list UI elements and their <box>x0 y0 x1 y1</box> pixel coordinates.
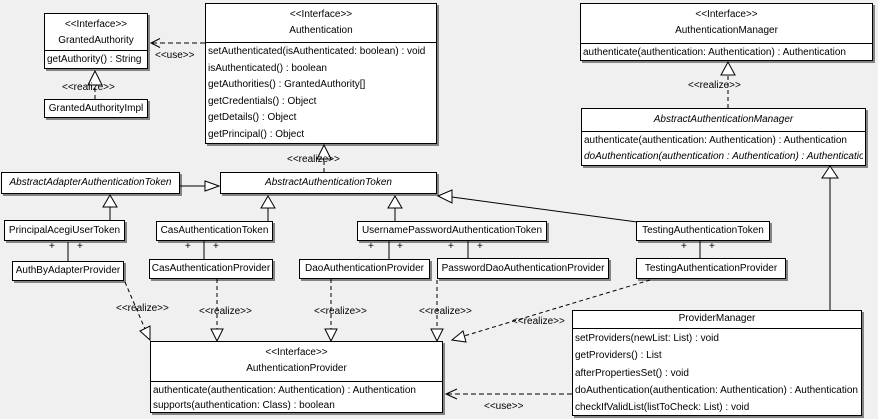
class-abstract-authentication-manager-methods: authenticate(authentication: Authenticat… <box>582 131 865 165</box>
association-end-plus: + <box>185 241 191 252</box>
class-name: Authentication <box>289 25 353 36</box>
class-name: AbstractAuthenticationManager <box>653 114 794 125</box>
class-auth-by-adapter-provider: AuthByAdapterProvider <box>12 261 124 281</box>
class-cas-authentication-provider: CasAuthenticationProvider <box>149 259 273 279</box>
class-provider-manager: ProviderManager setProviders(newList: Li… <box>572 310 862 416</box>
class-name: PasswordDaoAuthenticationProvider <box>441 262 605 274</box>
class-authentication-manager-header: <<Interface>> AuthenticationManager <box>581 4 872 43</box>
method: getAuthorities() : GrantedAuthority[] <box>208 79 366 90</box>
class-name: ProviderManager <box>678 313 756 324</box>
class-granted-authority-methods: getAuthority() : String <box>45 50 147 68</box>
class-name: GrantedAuthority <box>58 35 134 46</box>
class-dao-authentication-provider: DaoAuthenticationProvider <box>299 259 430 279</box>
class-authentication-manager-methods: authenticate(authentication: Authenticat… <box>581 43 872 60</box>
class-testing-authentication-token: TestingAuthenticationToken <box>636 221 770 241</box>
class-abstract-authentication-manager-header: AbstractAuthenticationManager <box>582 109 865 131</box>
method: isAuthenticated() : boolean <box>208 62 327 74</box>
class-provider-manager-methods: setProviders(newList: List) : void getPr… <box>573 328 861 415</box>
class-password-dao-authentication-provider: PasswordDaoAuthenticationProvider <box>437 258 609 279</box>
method: getCredentials() : Object <box>208 95 317 107</box>
association-end-plus: + <box>368 241 374 252</box>
use-authentication-granted-authority <box>149 38 205 48</box>
class-abstract-authentication-token: AbstractAuthenticationToken <box>220 172 437 194</box>
generalization-testing-token <box>436 189 638 223</box>
class-authentication-provider: <<Interface>> AuthenticationProvider aut… <box>150 341 443 413</box>
method-abstract: doAuthentication(authentication : Authen… <box>584 151 863 162</box>
method: authenticate(authentication: Authenticat… <box>584 135 847 146</box>
association-end-plus: + <box>213 241 219 252</box>
generalization-cas-token <box>260 195 276 221</box>
realize-label: <<realize>> <box>62 82 115 93</box>
class-authentication-provider-header: <<Interface>> AuthenticationProvider <box>151 342 442 381</box>
association-end-plus: + <box>477 241 483 252</box>
association-end-plus: + <box>709 241 715 252</box>
class-granted-authority: <<Interface>> GrantedAuthority getAuthor… <box>44 13 148 69</box>
class-abstract-authentication-manager: AbstractAuthenticationManager authentica… <box>581 108 866 166</box>
method: authenticate(authentication: Authenticat… <box>583 47 846 58</box>
realize-label: <<realize>> <box>512 316 565 327</box>
realize-label: <<realize>> <box>116 303 169 314</box>
method: getProviders() : List <box>575 350 662 362</box>
class-username-password-authentication-token: UsernamePasswordAuthenticationToken <box>357 221 547 241</box>
method: getAuthority() : String <box>47 54 142 65</box>
class-name: AbstractAuthenticationToken <box>265 177 392 188</box>
class-authentication: <<Interface>> Authentication setAuthenti… <box>205 3 437 144</box>
class-name: PrincipalAcegiUserToken <box>8 224 121 236</box>
generalization-adapter-token-to-abstract-token <box>180 180 221 192</box>
method: setAuthenticated(isAuthenticated: boolea… <box>208 46 426 57</box>
class-name: GrantedAuthorityImpl <box>48 102 144 114</box>
class-name: AuthenticationProvider <box>246 363 347 374</box>
method: afterPropertiesSet() : void <box>575 367 689 379</box>
realize-label: <<realize>> <box>199 306 252 317</box>
association-end-plus: + <box>448 241 454 252</box>
class-testing-authentication-provider: TestingAuthenticationProvider <box>636 258 786 279</box>
class-name: DaoAuthenticationProvider <box>305 263 424 274</box>
class-granted-authority-header: <<Interface>> GrantedAuthority <box>45 14 147 50</box>
method: authenticate(authentication: Authenticat… <box>153 385 416 396</box>
class-name: CasAuthenticationToken <box>160 225 269 236</box>
association-end-plus: + <box>49 241 55 252</box>
generalization-username-password-token <box>387 195 403 221</box>
class-name: UsernamePasswordAuthenticationToken <box>361 225 543 236</box>
use-label: <<use>> <box>155 50 195 61</box>
class-cas-authentication-token: CasAuthenticationToken <box>156 221 273 241</box>
realize-label: <<realize>> <box>419 306 472 317</box>
class-authentication-provider-methods: authenticate(authentication: Authenticat… <box>151 381 442 412</box>
class-name: AuthByAdapterProvider <box>15 265 121 276</box>
association-end-plus: + <box>681 241 687 252</box>
method: checkIfValidList(listToCheck: List) : vo… <box>575 402 750 414</box>
class-authentication-manager: <<Interface>> AuthenticationManager auth… <box>580 3 873 61</box>
method: supports(authentication: Class) : boolea… <box>153 400 335 411</box>
class-granted-authority-impl: GrantedAuthorityImpl <box>44 99 148 118</box>
class-authentication-methods: setAuthenticated(isAuthenticated: boolea… <box>206 42 436 143</box>
generalization-provider-manager <box>821 165 839 310</box>
method: getDetails() : Object <box>208 112 297 123</box>
stereotype-interface: <<Interface>> <box>695 9 758 20</box>
association-end-plus: + <box>397 241 403 252</box>
stereotype-interface: <<Interface>> <box>265 347 328 358</box>
class-name: TestingAuthenticationProvider <box>644 262 778 274</box>
class-name: TestingAuthenticationToken <box>642 225 764 236</box>
association-end-plus: + <box>77 241 83 252</box>
use-provider-manager-authentication-provider <box>444 388 572 400</box>
method: setProviders(newList: List) : void <box>575 333 719 344</box>
method: doAuthentication(authentication: Authent… <box>575 384 858 396</box>
class-provider-manager-header: ProviderManager <box>573 311 861 328</box>
use-label: <<use>> <box>484 401 524 412</box>
stereotype-interface: <<Interface>> <box>289 9 353 20</box>
realize-label: <<realize>> <box>314 306 367 317</box>
realize-label: <<realize>> <box>688 80 741 91</box>
class-abstract-adapter-authentication-token: AbstractAdapterAuthenticationToken <box>1 172 180 194</box>
class-name: AbstractAdapterAuthenticationToken <box>9 177 172 188</box>
method: getPrincipal() : Object <box>208 128 305 140</box>
class-authentication-header: <<Interface>> Authentication <box>206 4 436 42</box>
realize-label: <<realize>> <box>287 154 340 165</box>
generalization-principal-token <box>102 194 118 221</box>
class-name: AuthenticationManager <box>675 25 778 36</box>
class-principal-acegi-user-token: PrincipalAcegiUserToken <box>4 220 125 241</box>
stereotype-interface: <<Interface>> <box>64 19 128 30</box>
class-name: CasAuthenticationProvider <box>151 263 271 274</box>
